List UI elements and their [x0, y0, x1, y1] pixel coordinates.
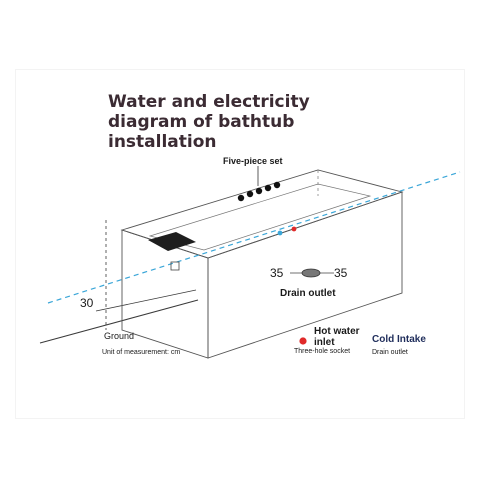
unit-label: Unit of measurement: cm — [102, 349, 181, 356]
hot-water-inlet-label: Hot water inlet — [314, 326, 360, 348]
hot-water-dot — [291, 226, 297, 232]
five-piece-set-icon — [237, 181, 281, 202]
five-piece-set-label: Five-piece set — [223, 156, 283, 166]
dimension-left-label: 35 — [270, 266, 284, 280]
cold-water-dot — [277, 230, 283, 236]
hot-water-legend-dot — [299, 337, 307, 345]
ground-label: Ground — [104, 331, 135, 341]
tub-inner-rim — [148, 183, 372, 251]
control-panel — [148, 232, 196, 251]
height-label: 30 — [80, 296, 94, 310]
height-marker-line — [95, 289, 197, 312]
drain-outlet-icon — [301, 268, 321, 278]
diagram-title: Water and electricity diagram of bathtub… — [108, 92, 310, 152]
cold-intake-label: Cold Intake — [372, 334, 426, 345]
three-hole-socket-label: Three-hole socket — [294, 348, 351, 355]
drain-outlet-legend-label: Drain outlet — [372, 349, 408, 356]
tub-top-face — [120, 169, 404, 259]
diagram-panel — [16, 70, 464, 418]
dimension-right-label: 35 — [334, 266, 348, 280]
ground-line — [39, 299, 199, 344]
water-pipe-line — [47, 171, 461, 304]
drain-outlet-label: Drain outlet — [280, 288, 336, 299]
socket-box-icon — [170, 261, 180, 271]
